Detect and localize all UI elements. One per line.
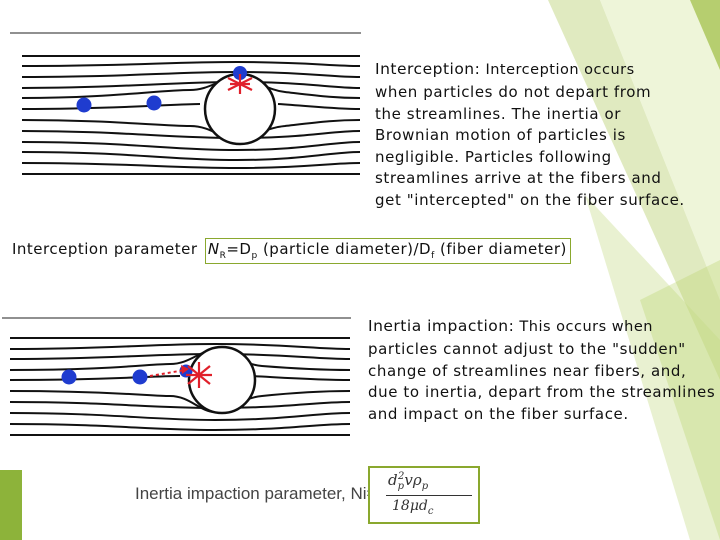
interception-line: negligible. Particles following bbox=[375, 147, 705, 169]
streamline bbox=[22, 82, 360, 88]
particle bbox=[77, 98, 92, 113]
interception-line: the streamlines. The inertia or bbox=[375, 104, 705, 126]
streamlines bbox=[22, 56, 360, 174]
streamline bbox=[10, 354, 350, 359]
interception-paragraph: when particles do not depart from the st… bbox=[375, 82, 705, 211]
interception-parameter-prefix: Interception parameter bbox=[12, 240, 203, 258]
streamline bbox=[22, 72, 360, 77]
fraction-bar bbox=[386, 495, 472, 496]
denominator-value: 18μd bbox=[392, 498, 428, 514]
impaction-parameter-label: Inertia impaction parameter, Ni= C bbox=[135, 484, 393, 504]
streamline bbox=[278, 104, 360, 109]
impaction-paragraph: particles cannot adjust to the "sudden" … bbox=[368, 339, 718, 425]
streamline bbox=[22, 62, 360, 66]
particle bbox=[133, 370, 148, 385]
streamline bbox=[10, 350, 350, 370]
streamline bbox=[10, 402, 350, 408]
interception-heading: Interception: Interception occurs bbox=[375, 59, 705, 80]
impaction-heading-label: Inertia impaction: bbox=[368, 317, 514, 335]
velocity-density: vρ bbox=[404, 471, 421, 489]
interception-heading-label: Interception: bbox=[375, 60, 480, 78]
streamlines bbox=[10, 338, 350, 435]
formula-denominator: 18μdc bbox=[392, 498, 433, 517]
streamline bbox=[22, 163, 360, 168]
interception-text-block: Interception: Interception occurs when p… bbox=[375, 59, 705, 211]
interception-diagram bbox=[0, 0, 370, 215]
streamline bbox=[22, 104, 200, 109]
interception-line: when particles do not depart from bbox=[375, 82, 705, 104]
particle bbox=[62, 370, 77, 385]
interception-line: get "intercepted" on the fiber surface. bbox=[375, 190, 705, 212]
interception-parameter: Interception parameter NR=Dp (particle d… bbox=[12, 238, 571, 264]
impaction-heading-rest: This occurs when bbox=[514, 319, 653, 335]
df-symbol: (particle diameter)/D bbox=[258, 240, 431, 258]
particle bbox=[147, 96, 162, 111]
nr-symbol: N bbox=[208, 240, 220, 258]
streamline bbox=[22, 142, 360, 150]
impaction-formula-box: dp2vρp 18μdc bbox=[368, 466, 480, 524]
streamline bbox=[22, 131, 360, 138]
impaction-heading: Inertia impaction: This occurs when bbox=[368, 316, 718, 337]
dp-symbol: =D bbox=[226, 240, 251, 258]
formula-numerator: dp2vρp bbox=[388, 471, 428, 492]
streamline bbox=[10, 413, 350, 420]
streamline bbox=[10, 344, 350, 349]
dc-subscript: c bbox=[428, 506, 434, 517]
impaction-line: and impact on the fiber surface. bbox=[368, 404, 718, 426]
interception-line: streamlines arrive at the fibers and bbox=[375, 168, 705, 190]
impaction-text-block: Inertia impaction: This occurs when part… bbox=[368, 316, 718, 425]
density-subscript: p bbox=[422, 481, 428, 492]
interception-line: Brownian motion of particles is bbox=[375, 125, 705, 147]
streamline bbox=[10, 391, 350, 412]
streamline bbox=[22, 152, 360, 160]
impaction-line: due to inertia, depart from the streamli… bbox=[368, 382, 718, 404]
impaction-line: particles cannot adjust to the "sudden" bbox=[368, 339, 718, 361]
impaction-line: change of streamlines near fibers, and, bbox=[368, 361, 718, 383]
streamline bbox=[252, 376, 350, 380]
interception-parameter-formula: NR=Dp (particle diameter)/Df (fiber diam… bbox=[205, 238, 571, 264]
interception-heading-rest: Interception occurs bbox=[480, 62, 634, 78]
impaction-diagram bbox=[0, 300, 365, 470]
dp-symbol: d bbox=[388, 471, 398, 489]
fiber-diameter-label: (fiber diameter) bbox=[435, 240, 567, 258]
streamline bbox=[10, 424, 350, 430]
streamline bbox=[10, 376, 180, 380]
